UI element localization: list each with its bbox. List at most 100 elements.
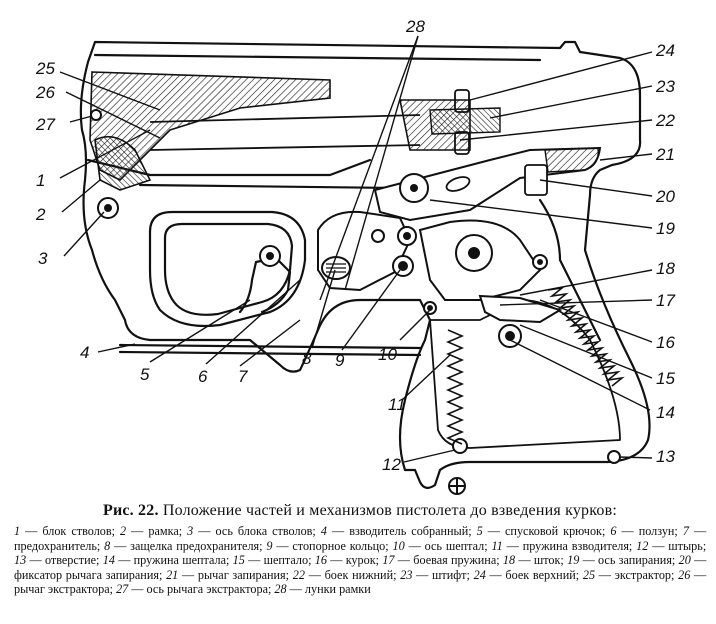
callout-15: 15 bbox=[656, 369, 675, 388]
legend-entry: 20 — фиксатор рычага запирания; bbox=[14, 553, 706, 582]
legend-entry: 16 — курок; bbox=[315, 553, 379, 567]
legend-text: пружина шептала; bbox=[133, 553, 230, 568]
legend-separator: — bbox=[652, 538, 669, 553]
legend-separator: — bbox=[118, 553, 134, 568]
figure-title-text: Положение частей и механизмов пистолета … bbox=[162, 502, 618, 519]
callout-28: 28 bbox=[405, 17, 425, 36]
callout-24: 24 bbox=[655, 41, 675, 60]
legend-separator: — bbox=[518, 553, 534, 568]
legend-entry: 28 — лунки рамки bbox=[274, 582, 370, 596]
legend-number: 14 bbox=[102, 553, 115, 568]
legend-number: 22 bbox=[292, 567, 305, 582]
legend-entry: 18 — шток; bbox=[503, 553, 564, 567]
legend-number: 11 bbox=[491, 538, 503, 553]
legend-text: блок стволов; bbox=[42, 524, 116, 538]
callout-23: 23 bbox=[655, 77, 675, 96]
legend-separator: — bbox=[489, 567, 506, 582]
callout-10: 10 bbox=[378, 345, 397, 364]
legend-text: защелка предохранителя; bbox=[130, 538, 263, 553]
legend-text: ось шептал; bbox=[424, 538, 488, 553]
legend-separator: — bbox=[114, 538, 131, 553]
legend-separator: — bbox=[25, 524, 43, 538]
callout-9: 9 bbox=[335, 351, 345, 370]
callout-5: 5 bbox=[140, 365, 150, 384]
callout-18: 18 bbox=[656, 259, 675, 278]
legend-number: 3 bbox=[187, 524, 194, 538]
legend-number: 16 bbox=[314, 553, 327, 568]
legend-text: курок; bbox=[345, 553, 380, 568]
legend-entry: 24 — боек верхний; bbox=[474, 568, 580, 582]
pistol-mechanism-drawing: 1 2 3 4 5 6 7 8 9 10 11 12 13 14 15 16 1… bbox=[35, 17, 675, 495]
legend-entry: 10 — ось шептал; bbox=[393, 539, 488, 553]
legend-number: 26 bbox=[678, 567, 691, 582]
legend-number: 17 bbox=[382, 553, 395, 568]
legend-text: боек верхний; bbox=[505, 567, 580, 582]
callout-6: 6 bbox=[198, 367, 208, 386]
legend-entry: 3 — ось блока стволов; bbox=[187, 524, 316, 538]
legend-number: 18 bbox=[502, 553, 516, 568]
legend-text: боек нижний; bbox=[324, 567, 397, 582]
callout-7: 7 bbox=[238, 367, 248, 386]
legend-entry: 12 — штырь; bbox=[636, 539, 706, 553]
callout-25: 25 bbox=[35, 59, 55, 78]
legend-number: 19 bbox=[567, 553, 580, 568]
legend-number: 21 bbox=[166, 567, 179, 582]
legend-entry: 22 — боек нижний; bbox=[293, 568, 397, 582]
callout-4: 4 bbox=[80, 343, 89, 362]
callout-20: 20 bbox=[655, 187, 675, 206]
legend-entry: 4 — взводитель собранный; bbox=[321, 524, 472, 538]
legend-text: штырь; bbox=[668, 538, 707, 553]
legend-number: 7 bbox=[682, 524, 689, 538]
barrel-block-section bbox=[89, 71, 331, 181]
legend-separator: — bbox=[131, 524, 149, 538]
callout-1: 1 bbox=[36, 171, 45, 190]
legend-text: предохранитель; bbox=[14, 538, 101, 553]
legend-entry: 2 — рамка; bbox=[120, 524, 182, 538]
legend-entry: 5 — спусковой крючок; bbox=[477, 524, 606, 538]
legend-entry: 19 — ось запирания; bbox=[567, 553, 675, 567]
legend-text: шептало; bbox=[263, 553, 312, 568]
legend-number: 6 bbox=[610, 524, 617, 538]
legend-entry: 15 — шептало; bbox=[233, 553, 312, 567]
legend-entry: 23 — штифт; bbox=[400, 568, 470, 582]
legend-text: пружина взводителя; bbox=[522, 538, 633, 553]
callout-17: 17 bbox=[656, 291, 675, 310]
legend-text: фиксатор рычага запирания; bbox=[14, 567, 163, 582]
callout-8: 8 bbox=[302, 349, 312, 368]
legend-text: отверстие; bbox=[44, 553, 100, 568]
callout-16: 16 bbox=[656, 333, 675, 352]
legend-number: 10 bbox=[392, 538, 405, 553]
legend-separator: — bbox=[694, 553, 707, 568]
legend-number: 12 bbox=[636, 538, 649, 553]
callout-13: 13 bbox=[656, 447, 675, 466]
cocking-spring bbox=[445, 329, 465, 445]
legend-number: 25 bbox=[582, 567, 596, 582]
legend-text: рычаг экстрактора; bbox=[14, 582, 114, 597]
figure-label: Рис. 22. bbox=[102, 502, 159, 519]
legend-separator: — bbox=[181, 567, 198, 582]
figure-title: Рис. 22. Положение частей и механизмов п… bbox=[14, 502, 706, 520]
callout-27: 27 bbox=[35, 115, 55, 134]
legend-separator: — bbox=[694, 567, 707, 582]
legend-number: 20 bbox=[678, 553, 691, 568]
legend-text: взводитель собранный; bbox=[349, 524, 472, 538]
legend-text: ось рычага экстрактора; bbox=[146, 582, 272, 597]
legend-number: 24 bbox=[473, 567, 486, 582]
legend-separator: — bbox=[131, 582, 147, 597]
legend-separator: — bbox=[598, 567, 615, 582]
legend-text: штифт; bbox=[432, 567, 470, 582]
legend-number: 23 bbox=[400, 567, 413, 582]
legend-text: шток; bbox=[533, 553, 564, 568]
legend-text: стопорное кольцо; bbox=[292, 538, 389, 553]
legend-separator: — bbox=[331, 524, 350, 538]
callout-12: 12 bbox=[382, 455, 401, 474]
legend-number: 28 bbox=[274, 582, 287, 597]
legend-number: 5 bbox=[476, 524, 483, 538]
legend-entry: 26 — рычаг экстрактора; bbox=[14, 568, 706, 597]
callout-26: 26 bbox=[35, 83, 55, 102]
legend-number: 1 bbox=[14, 524, 21, 538]
legend-entry: 17 — боевая пружина; bbox=[382, 553, 499, 567]
legend-number: 4 bbox=[320, 524, 327, 538]
legend-separator: — bbox=[416, 567, 433, 582]
legend-text: рамка; bbox=[148, 524, 183, 538]
